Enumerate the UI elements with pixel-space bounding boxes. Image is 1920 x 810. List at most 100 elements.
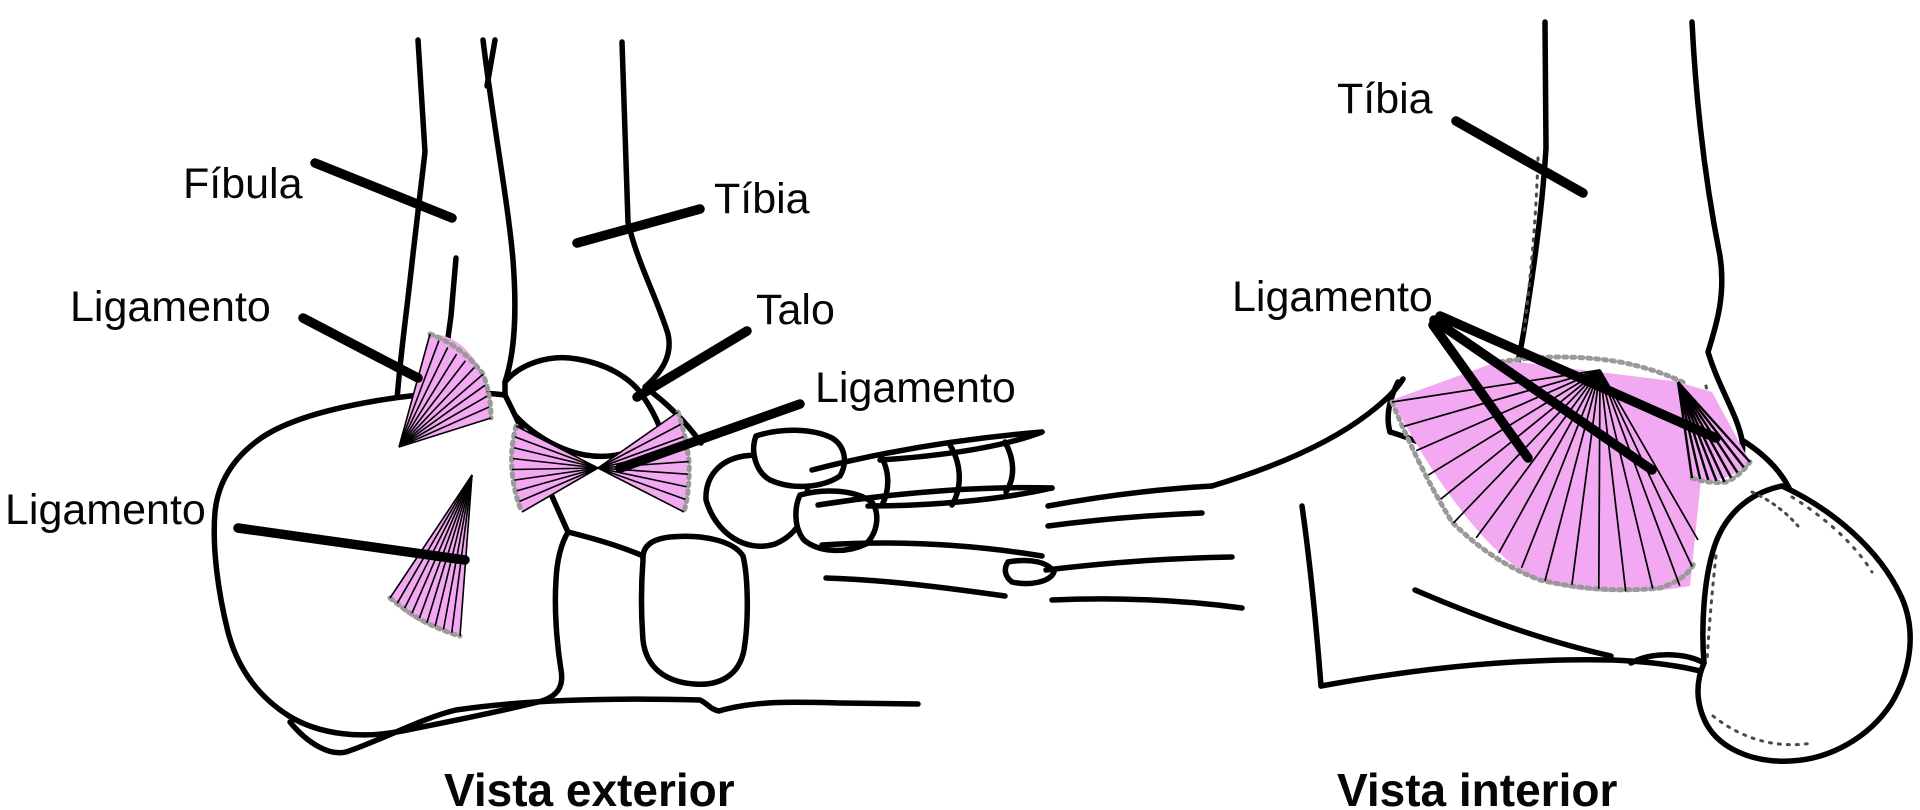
fan-hatch-line xyxy=(398,395,488,448)
toe-line-3 xyxy=(1049,596,1245,611)
fan-hatch-line xyxy=(1571,369,1601,585)
calcaneus-bone xyxy=(211,390,571,738)
fan-hatch-line xyxy=(398,373,484,448)
metatarsal-line-4 xyxy=(823,575,1008,599)
metatarsal-line-1b xyxy=(877,429,1045,463)
fan-hatch-line xyxy=(403,474,473,609)
fan-hatch-line xyxy=(418,474,473,619)
fan-hatch-line xyxy=(398,333,431,448)
caption-vista-interior: Vista interior xyxy=(1337,764,1617,810)
tibia-stipple-texture xyxy=(1522,156,1540,334)
fan-hatch-line xyxy=(1498,369,1601,554)
fan-hatch-line xyxy=(398,340,440,448)
heel-stipple-texture-3 xyxy=(1711,714,1814,747)
leader-line-tibia-right-fig xyxy=(1451,116,1588,198)
fan-hatch-line xyxy=(442,474,473,630)
plantar-outline-right-fig xyxy=(1318,657,1725,689)
leader-line-tibia-left xyxy=(572,204,705,248)
fan-hatch-line xyxy=(597,411,679,469)
fan-hatch-line xyxy=(513,446,599,469)
navicular-front-edge xyxy=(1385,379,1401,435)
fan-hatch-line xyxy=(597,467,687,488)
fan-hatch-line xyxy=(597,436,684,469)
fan-hatch-line xyxy=(398,347,449,448)
calcaneus-cuboid-junction xyxy=(565,529,646,559)
fan-hatch-line xyxy=(597,467,685,513)
fan-hatch-line xyxy=(1475,369,1601,539)
ligamento-label-right-fig: Ligamento xyxy=(1232,273,1433,321)
fibula-label: Fíbula xyxy=(183,160,303,208)
fan-hatch-line xyxy=(597,467,686,501)
toe-line-1a xyxy=(1045,483,1215,509)
fan-hatch-line xyxy=(1676,381,1694,479)
fan-hatch-line xyxy=(597,467,688,475)
ligamento-lower-label: Ligamento xyxy=(5,486,206,534)
fan-hatch-line xyxy=(398,353,458,448)
toe-joint-line-2 xyxy=(947,442,962,508)
dorsal-outline xyxy=(1209,376,1406,489)
calcaneus-bone-right-fig xyxy=(1695,483,1913,764)
fan-hatch-line xyxy=(512,467,599,471)
leader-line-ligamento-c-right-fig xyxy=(1435,311,1721,443)
heel-stipple-texture-2 xyxy=(1790,495,1874,574)
metatarsal-line-2 xyxy=(815,484,1055,508)
metatarsal-line-2b xyxy=(865,485,1055,509)
midfoot-lower-boundary xyxy=(1412,587,1614,659)
fan-hatch-line xyxy=(514,467,599,481)
fan-hatch-line xyxy=(389,474,473,599)
fan-hatch-line xyxy=(398,417,492,448)
ligament-fan-bifurcate-left xyxy=(509,423,599,515)
metatarsal-line-1 xyxy=(809,429,1045,473)
fan-hatch-line xyxy=(519,467,599,503)
fan-hatch-line xyxy=(398,366,475,448)
malleolus-heel-junction xyxy=(1739,437,1792,491)
tibia-bone-top-fork xyxy=(484,37,498,89)
fan-hatch-line xyxy=(1599,369,1627,592)
ligamento-upper-label: Ligamento xyxy=(70,283,271,331)
fan-hatch-line xyxy=(411,474,473,614)
fan-hatch-line xyxy=(1415,369,1601,452)
leader-line-ligamento-upper xyxy=(298,313,423,383)
fan-hatch-line xyxy=(450,474,473,633)
fan-hatch-line xyxy=(1544,369,1601,581)
fan-hatch-line xyxy=(426,474,473,624)
midfoot-divider-line xyxy=(1299,503,1324,689)
fan-hatch-line xyxy=(1403,369,1601,428)
fan-hatch-line xyxy=(521,467,599,513)
metatarsal-line-3 xyxy=(819,540,1045,559)
fan-hatch-line xyxy=(516,467,599,492)
fan-hatch-line xyxy=(1599,369,1681,587)
tibia-label-right-fig: Tíbia xyxy=(1337,75,1433,123)
leader-line-fibula xyxy=(310,158,457,223)
plantar-outline xyxy=(287,696,921,756)
tibia-label-left-fig: Tíbia xyxy=(714,175,810,223)
fan-hatch-line xyxy=(396,474,473,604)
fan-hatch-line xyxy=(597,423,682,469)
fan-hatch-line xyxy=(1440,369,1601,500)
left-figure xyxy=(211,37,1057,756)
fan-hatch-line xyxy=(398,384,486,448)
heel-notch-line xyxy=(1628,652,1707,666)
toe-joint-line-3 xyxy=(1002,439,1016,495)
cuboid-bone xyxy=(638,533,750,687)
fan-hatch-line xyxy=(514,436,599,469)
fan-hatch-line xyxy=(1428,369,1601,476)
leader-line-ligamento-a-right-fig xyxy=(1428,320,1533,463)
caption-vista-exterior: Vista exterior xyxy=(444,764,735,810)
labels: Fíbula Ligamento Ligamento Tíbia Talo Li… xyxy=(5,75,1617,810)
fan-hatch-line xyxy=(1676,381,1739,474)
cuneiform-bone-a xyxy=(750,427,848,490)
talo-label: Talo xyxy=(756,286,835,334)
leader-line-ligamento-b-right-fig xyxy=(1429,315,1657,475)
fan-hatch-line xyxy=(398,406,490,448)
ligamento-right-label: Ligamento xyxy=(815,364,1016,412)
fan-hatch-line xyxy=(398,360,467,448)
fan-hatch-line xyxy=(512,457,599,469)
fan-hatch-line xyxy=(1597,369,1601,589)
tibia-bone-left-edge xyxy=(480,37,518,385)
toe-joint-line-1 xyxy=(877,452,891,508)
fan-hatch-line xyxy=(1520,369,1601,569)
talus-bone xyxy=(502,354,664,459)
tibia-bone-right-edge xyxy=(619,39,672,390)
right-figure xyxy=(1043,19,1913,764)
